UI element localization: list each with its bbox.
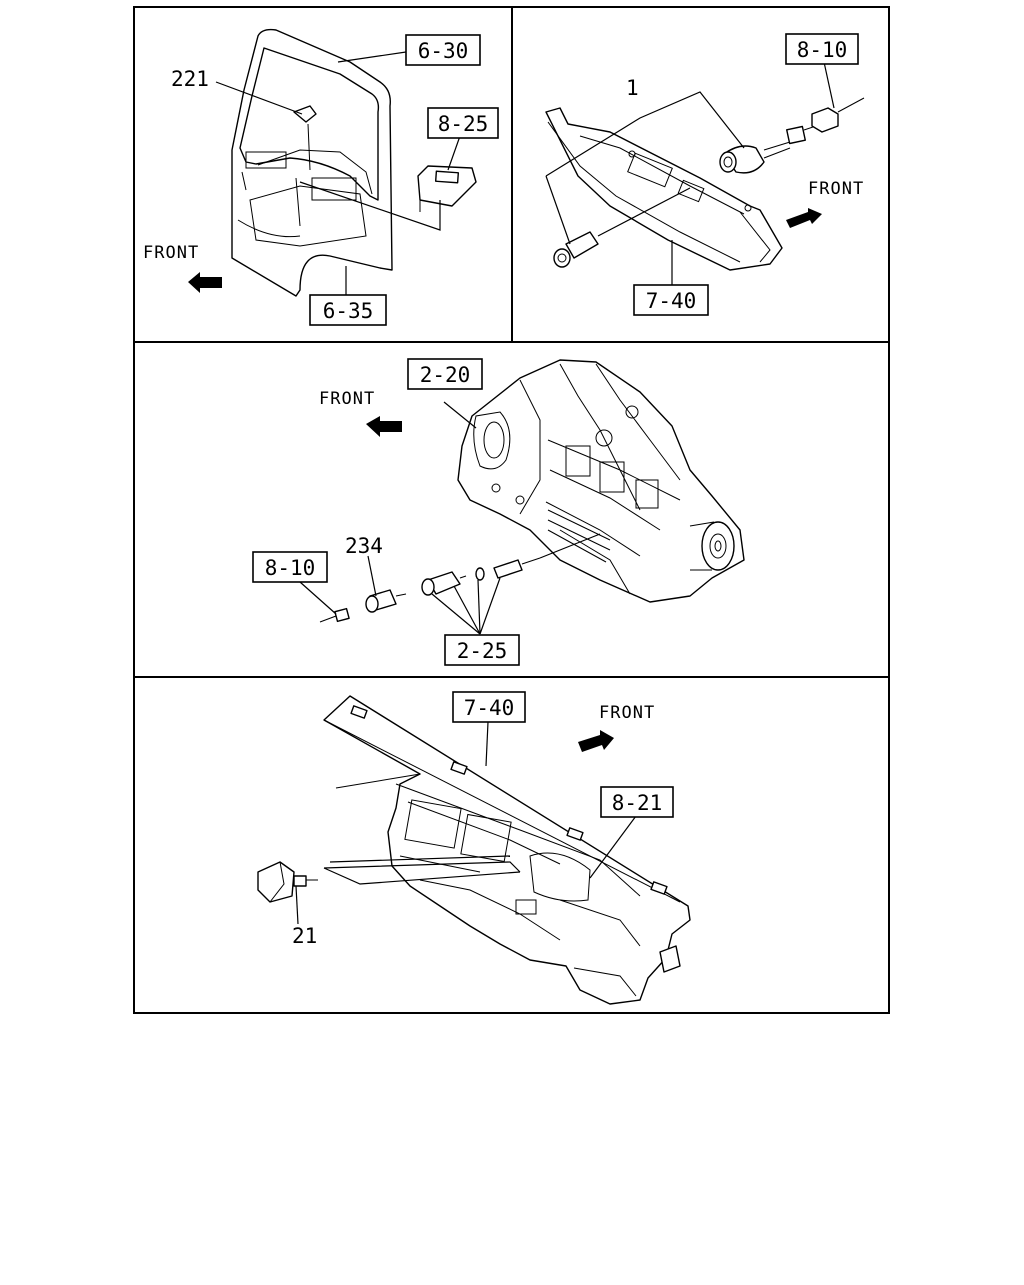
front-label-transmission: FRONT <box>319 389 375 409</box>
ref-label-2-25: 2-25 <box>457 639 508 663</box>
ref-box-2-20: 2-20 <box>407 358 483 390</box>
part-number-1: 1 <box>626 76 639 100</box>
bracket-illustration <box>545 97 865 271</box>
ref-label-6-35: 6-35 <box>323 299 374 323</box>
transmission-panel: FRONT 234 2-20 8-10 2-25 <box>252 358 745 666</box>
front-arrow-dashboard: FRONT <box>578 703 655 752</box>
bracket-panel: FRONT 1 8-10 7-40 <box>545 33 865 316</box>
ref-box-2-25: 2-25 <box>444 634 520 666</box>
dashboard-illustration <box>257 695 691 1005</box>
front-arrow-door: FRONT <box>143 243 222 293</box>
front-arrow-bracket: FRONT <box>786 179 864 228</box>
ref-label-7-40-upper: 7-40 <box>646 289 697 313</box>
ref-label-8-10-lower: 8-10 <box>265 556 316 580</box>
transmission-leader-lines <box>299 401 601 635</box>
door-illustration <box>231 28 477 297</box>
ref-label-8-25: 8-25 <box>438 112 489 136</box>
transmission-illustration <box>319 359 745 623</box>
ref-box-6-30: 6-30 <box>405 34 481 66</box>
front-label-bracket: FRONT <box>808 179 864 199</box>
part-number-221: 221 <box>171 67 209 91</box>
door-leader-lines <box>215 51 461 296</box>
ref-box-8-10-upper: 8-10 <box>785 33 859 65</box>
bracket-leader-lines <box>545 61 835 286</box>
part-number-21: 21 <box>292 924 317 948</box>
ref-box-7-40-upper: 7-40 <box>633 284 709 316</box>
front-label-dashboard: FRONT <box>599 703 655 723</box>
diagram-frame <box>133 6 890 1014</box>
ref-label-2-20: 2-20 <box>420 363 471 387</box>
ref-box-8-21: 8-21 <box>600 786 674 818</box>
ref-box-8-10-lower: 8-10 <box>252 551 328 583</box>
dashboard-panel: FRONT 21 7-40 8-21 <box>257 691 691 1005</box>
door-panel: FRONT 221 6-30 8-25 6-35 <box>143 28 499 326</box>
ref-label-7-40-lower: 7-40 <box>464 696 515 720</box>
ref-box-7-40-lower: 7-40 <box>452 691 526 723</box>
front-arrow-transmission: FRONT <box>319 389 402 437</box>
ref-label-8-21: 8-21 <box>612 791 663 815</box>
ref-label-8-10-upper: 8-10 <box>797 38 848 62</box>
dashboard-leader-lines <box>295 721 637 925</box>
part-number-234: 234 <box>345 534 383 558</box>
ref-box-6-35: 6-35 <box>309 294 387 326</box>
ref-box-8-25: 8-25 <box>427 107 499 139</box>
front-label-door: FRONT <box>143 243 199 263</box>
ref-label-6-30: 6-30 <box>418 39 469 63</box>
